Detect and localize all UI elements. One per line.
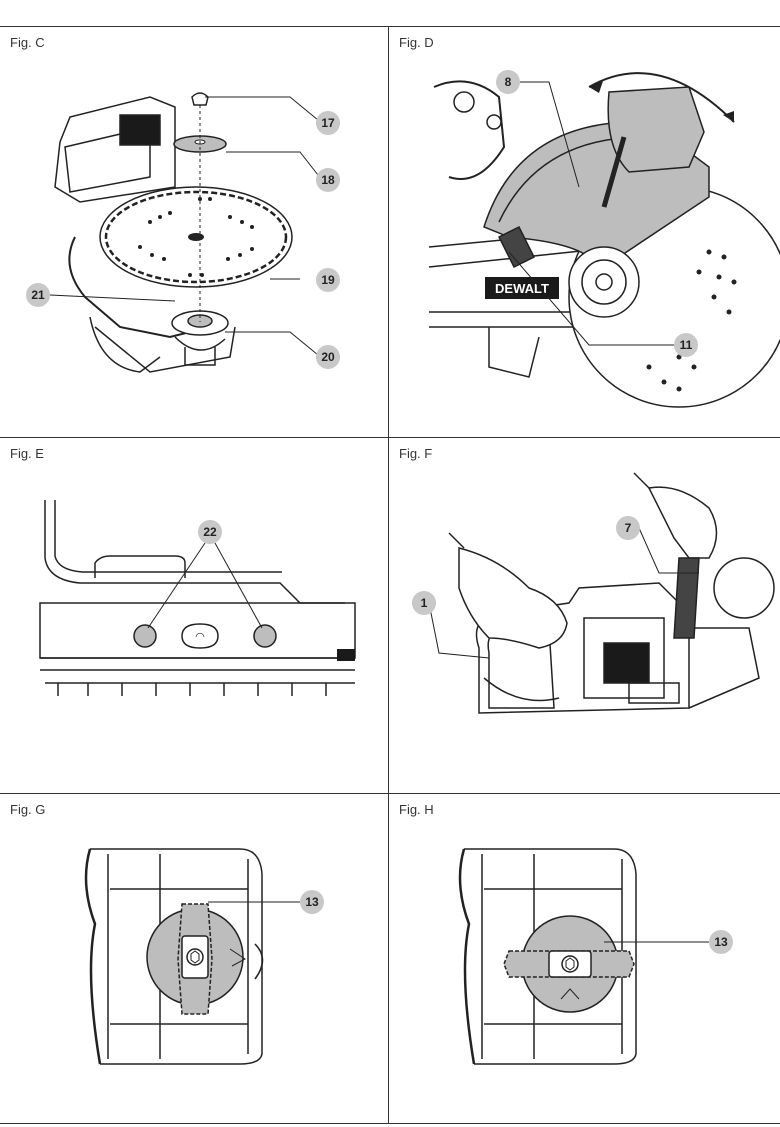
svg-text:17: 17 [321,116,335,130]
tool-connect-button-left [133,624,157,648]
figure-f-panel: Fig. F 7 1 [389,438,780,793]
figure-f-label: Fig. F [399,446,433,461]
callout-1: 1 [412,591,436,615]
blade-bolt [191,92,209,106]
callout-8: 8 [496,70,520,94]
svg-text:7: 7 [625,521,632,535]
figure-e-panel: Fig. E ◜◝ 22 [0,438,388,793]
svg-text:21: 21 [31,288,45,302]
callout-19: 19 [316,268,340,292]
svg-text:1: 1 [421,596,428,610]
callout-13: 13 [300,890,324,914]
figure-h-panel: Fig. H 13 [389,794,780,1123]
figure-h-illustration: 13 [458,848,733,1065]
svg-text:8: 8 [505,75,512,89]
figure-c-illustration: 17 18 19 21 20 [26,92,340,373]
callout-21: 21 [26,283,50,307]
callout-11: 11 [674,333,698,357]
svg-text:13: 13 [305,895,319,909]
svg-text:22: 22 [203,525,217,539]
svg-text:DEWALT: DEWALT [495,281,549,296]
diamond-blade [99,186,293,288]
tool-connect-button-right [253,624,277,648]
figure-c-label: Fig. C [10,35,45,50]
figure-h-label: Fig. H [399,802,434,817]
figure-c-panel: Fig. C [0,27,388,437]
callout-18: 18 [316,168,340,192]
figure-e-label: Fig. E [10,446,44,461]
callout-7: 7 [616,516,640,540]
rotation-arrow [588,72,735,123]
figure-d-illustration: DEWALT 8 11 [428,70,780,408]
figure-g-label: Fig. G [10,802,46,817]
figure-g-illustration: 13 [84,848,324,1065]
svg-text:18: 18 [321,173,335,187]
wireless-icon: ◜◝ [196,630,205,643]
svg-text:19: 19 [321,273,335,287]
row-divider-1 [0,437,780,438]
figure-g-panel: Fig. G 13 [0,794,388,1123]
svg-text:11: 11 [680,338,693,352]
callout-20: 20 [316,345,340,369]
dewalt-logo [485,277,559,299]
callout-13: 13 [709,930,733,954]
figure-f-illustration: 7 1 [412,472,775,714]
callout-17: 17 [316,111,340,135]
figure-e-illustration: ◜◝ 22 [39,500,356,696]
figure-d-panel: Fig. D [389,27,780,437]
bottom-divider [0,1123,780,1124]
callout-22: 22 [198,520,222,544]
top-divider [0,26,780,27]
row-divider-2 [0,793,780,794]
column-divider [388,26,389,1123]
svg-text:13: 13 [714,935,728,949]
figure-d-label: Fig. D [399,35,434,50]
svg-text:20: 20 [321,350,335,364]
